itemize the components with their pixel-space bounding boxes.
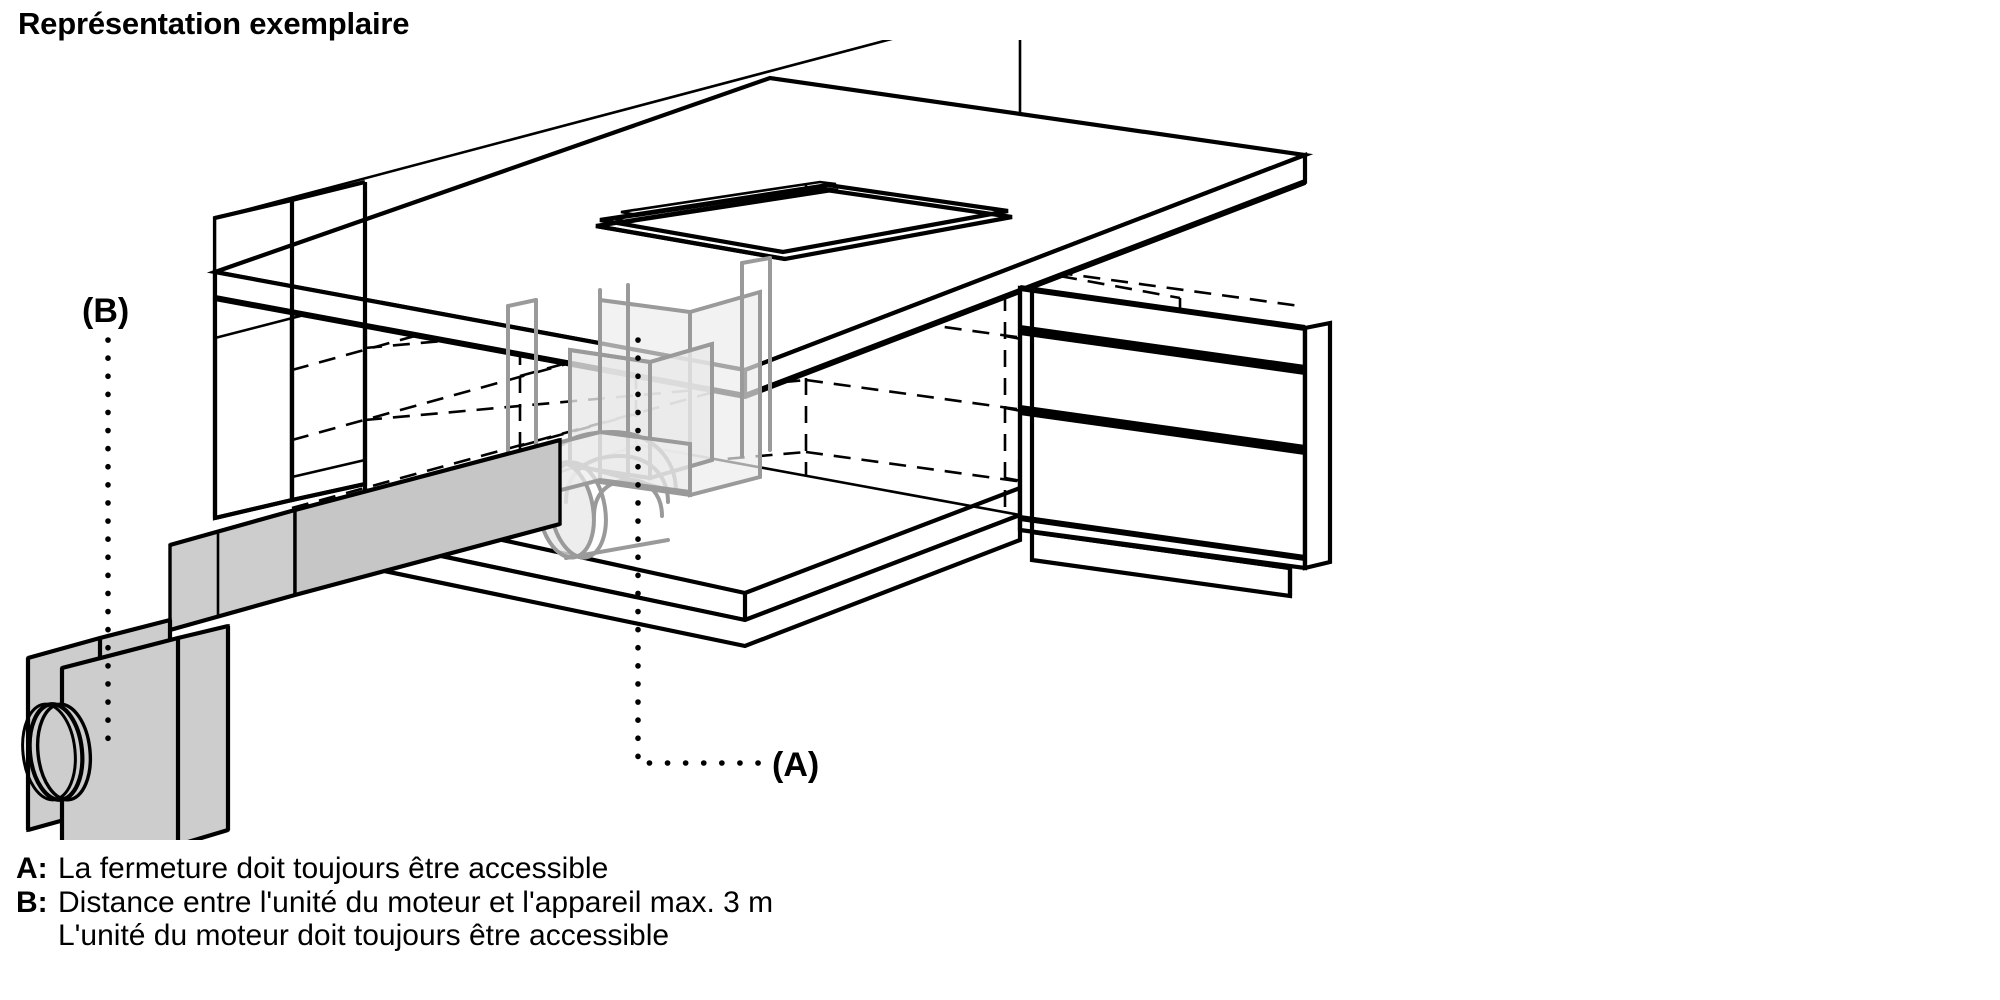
callout-b-label: (B): [82, 292, 129, 330]
duct-run: [168, 429, 692, 633]
callout-b: (B): [82, 292, 129, 743]
downdraft-vent-slot: [614, 180, 839, 224]
legend-key-a: A:: [16, 852, 48, 885]
legend-text-b-line1: Distance entre l'unité du moteur et l'ap…: [58, 885, 774, 919]
cooktop: [595, 180, 1013, 262]
callout-a: (A): [635, 337, 819, 784]
motor-unit: [21, 617, 231, 840]
callout-a-label: (A): [772, 746, 819, 784]
page-title: Représentation exemplaire: [18, 6, 410, 41]
legend-text-b-line2: L'unité du moteur doit toujours être acc…: [58, 919, 670, 953]
motor-outlet: [21, 702, 93, 802]
plinth: [1029, 529, 1293, 599]
drawer-front-top[interactable]: [1019, 285, 1306, 371]
legend-key-b: B:: [16, 885, 48, 919]
legend-row-b-cont: B: L'unité du moteur doit toujours être …: [16, 919, 1416, 953]
legend-text-a-line1: La fermeture doit toujours être accessib…: [58, 852, 609, 885]
drawer-front-bottom[interactable]: [1019, 409, 1306, 561]
legend-row-b: B: Distance entre l'unité du moteur et l…: [16, 886, 1416, 920]
cabinet-carcass: [212, 179, 368, 521]
callout-a-leader: [635, 337, 763, 766]
technical-drawing: .blk { fill:none; stroke:#000; stroke-wi…: [0, 40, 2000, 840]
legend-row-a: A: La fermeture doit toujours être acces…: [16, 852, 1416, 886]
legend: A: La fermeture doit toujours être acces…: [16, 852, 1416, 953]
drawer-stack: [1017, 285, 1333, 599]
drawer-front-middle[interactable]: [1019, 329, 1306, 451]
